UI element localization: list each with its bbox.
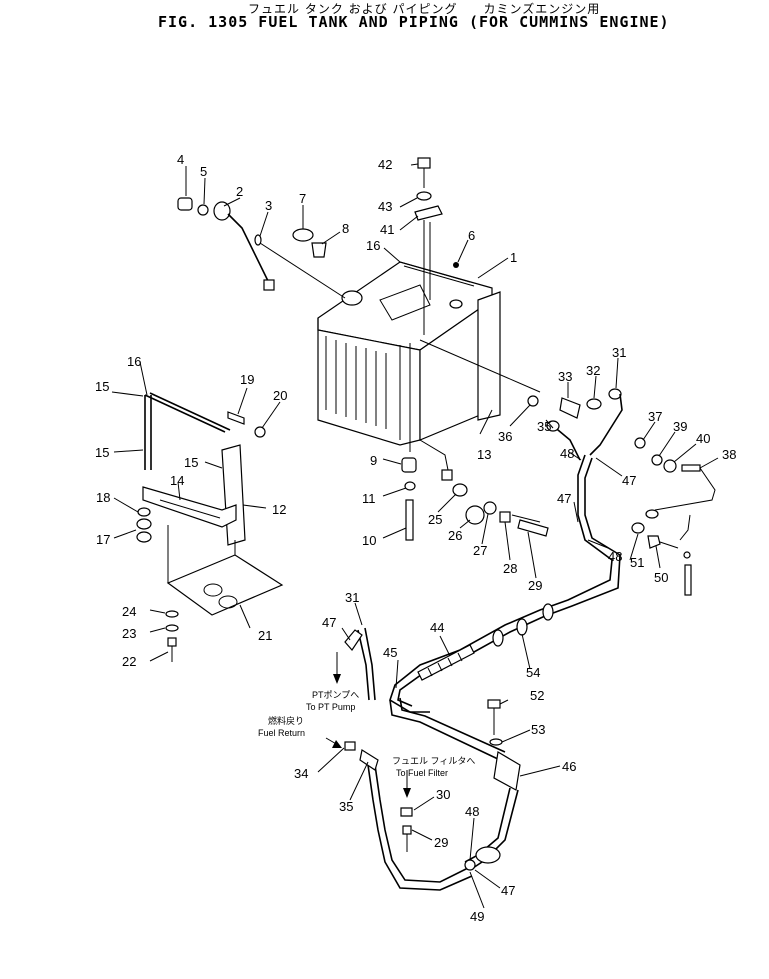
callout: 52 — [530, 688, 544, 703]
callout: 49 — [470, 909, 484, 924]
left-bracket — [136, 392, 284, 662]
callout: 18 — [96, 490, 110, 505]
callout-numbers: 1 2 3 4 5 6 7 8 9 10 11 12 13 14 15 15 1… — [95, 152, 736, 924]
callout: 13 — [477, 447, 491, 462]
fuel-filter-label-jp: フュエル フィルタへ — [392, 756, 475, 766]
callout: 16 — [366, 238, 380, 253]
callout: 21 — [258, 628, 272, 643]
callout: 50 — [654, 570, 668, 585]
callout: 48 — [465, 804, 479, 819]
callout: 40 — [696, 431, 710, 446]
callout: 54 — [526, 665, 540, 680]
callout: 44 — [430, 620, 444, 635]
callout: 47 — [622, 473, 636, 488]
callout: 25 — [428, 512, 442, 527]
callout: 4 — [177, 152, 184, 167]
callout: 39 — [673, 419, 687, 434]
callout: 23 — [122, 626, 136, 641]
callout: 33 — [558, 369, 572, 384]
callout: 15 — [184, 455, 198, 470]
callout: 47 — [322, 615, 336, 630]
callout: 27 — [473, 543, 487, 558]
figure-title: FIG. 1305 FUEL TANK AND PIPING (FOR CUMM… — [158, 13, 670, 31]
callout: 31 — [345, 590, 359, 605]
callout: 11 — [362, 491, 376, 506]
callout: 29 — [434, 835, 448, 850]
fuel-tank — [317, 261, 501, 452]
callout: 47 — [501, 883, 515, 898]
callout: 42 — [378, 157, 392, 172]
drain-fittings — [401, 457, 417, 541]
callout: 48 — [608, 549, 622, 564]
callout: 38 — [722, 447, 736, 462]
callout: 48 — [560, 446, 574, 461]
callout: 35 — [339, 799, 353, 814]
callout: 43 — [378, 199, 392, 214]
callout: 34 — [294, 766, 308, 781]
callout: 45 — [383, 645, 397, 660]
callout: 5 — [200, 164, 207, 179]
callout: 29 — [528, 578, 542, 593]
callout: 30 — [436, 787, 450, 802]
fuel-return-label: Fuel Return — [258, 728, 305, 738]
callout: 17 — [96, 532, 110, 547]
filler-cap-gauge — [177, 197, 346, 299]
fuel-lines — [344, 454, 621, 891]
pt-pump-label-jp: PTポンプへ — [312, 690, 359, 700]
callout: 35 — [537, 419, 551, 434]
callout: 9 — [370, 453, 377, 468]
callout: 14 — [170, 473, 184, 488]
callout: 36 — [498, 429, 512, 444]
callout: 53 — [531, 722, 545, 737]
callout: 22 — [122, 654, 136, 669]
callout: 8 — [342, 221, 349, 236]
callout: 12 — [272, 502, 286, 517]
fuel-return-label-jp: 燃料戻り — [268, 715, 304, 726]
supply-fittings — [419, 432, 549, 537]
flow-annotations: PTポンプへ To PT Pump 燃料戻り Fuel Return フュエル … — [258, 690, 475, 778]
callout: 37 — [648, 409, 662, 424]
title-japanese: フュエル タンク および パイピング カミンズエンジン用 — [248, 2, 601, 16]
top-fasteners — [414, 157, 463, 335]
callout: 1 — [510, 250, 517, 265]
callout: 47 — [557, 491, 571, 506]
callout: 28 — [503, 561, 517, 576]
callout: 46 — [562, 759, 576, 774]
callout: 41 — [380, 222, 394, 237]
callout: 6 — [468, 228, 475, 243]
callout: 2 — [236, 184, 243, 199]
fuel-filter-label: To Fuel Filter — [396, 768, 448, 778]
callout: 26 — [448, 528, 462, 543]
callout: 16 — [127, 354, 141, 369]
callout: 15 — [95, 445, 109, 460]
callout: 32 — [586, 363, 600, 378]
leader-lines — [111, 163, 719, 909]
pt-pump-label: To PT Pump — [306, 702, 355, 712]
callout: 3 — [265, 198, 272, 213]
callout: 15 — [95, 379, 109, 394]
return-fittings — [419, 339, 716, 596]
callout: 51 — [630, 555, 644, 570]
flow-arrows — [325, 652, 411, 798]
callout: 7 — [299, 191, 306, 206]
callout: 20 — [273, 388, 287, 403]
callout: 10 — [362, 533, 376, 548]
callout: 31 — [612, 345, 626, 360]
callout: 19 — [240, 372, 254, 387]
callout: 24 — [122, 604, 136, 619]
